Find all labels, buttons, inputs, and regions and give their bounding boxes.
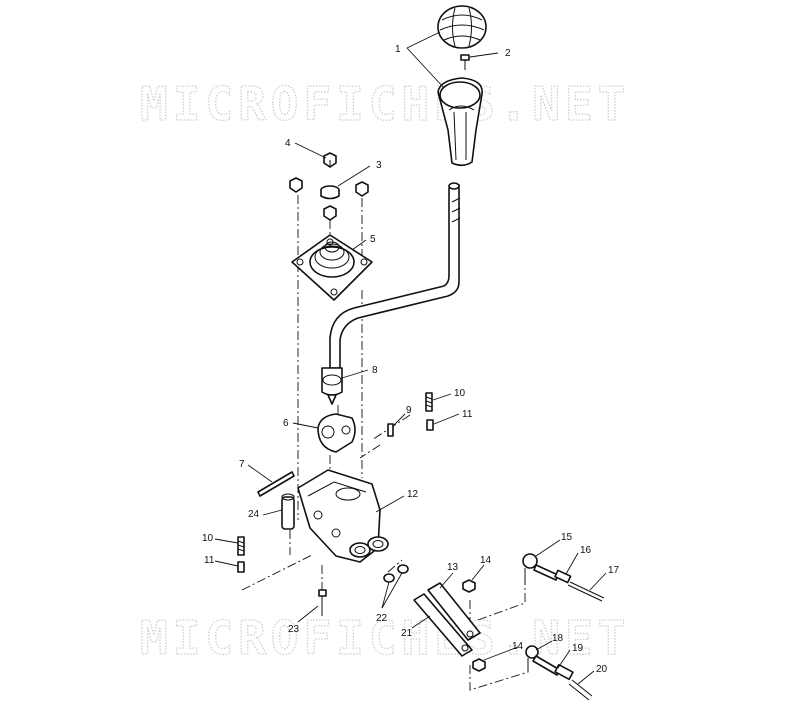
callout-12: 12 — [407, 489, 419, 500]
callout-21: 21 — [401, 628, 413, 639]
nuts — [289, 152, 369, 221]
mount-bolt — [318, 589, 327, 616]
shift-grip — [437, 77, 483, 167]
callout-2: 2 — [505, 48, 511, 59]
shift-boot-plate — [291, 234, 373, 301]
callout-14-upper: 14 — [480, 555, 492, 566]
lower-cable — [525, 645, 593, 701]
rail-nuts — [462, 579, 486, 672]
callout-7: 7 — [239, 459, 245, 470]
callout-10-upper: 10 — [454, 388, 466, 399]
bushing — [320, 185, 340, 200]
leader-lines — [214, 31, 607, 685]
callout-24: 24 — [248, 509, 260, 520]
callout-10-lower: 10 — [202, 533, 214, 544]
knob-screw — [460, 54, 470, 70]
callout-labels: 1 2 3 4 5 6 7 8 9 10 11 10 11 12 13 14 1… — [202, 44, 620, 675]
callout-18: 18 — [552, 633, 564, 644]
shift-pin — [257, 471, 295, 497]
callout-22: 22 — [376, 613, 388, 624]
callout-14-lower: 14 — [512, 641, 524, 652]
shift-rails — [413, 582, 481, 657]
callout-9: 9 — [406, 405, 412, 416]
watermark-top: MICROFICHES.NET — [140, 77, 630, 131]
callout-19: 19 — [572, 643, 584, 654]
detent-springs — [237, 392, 434, 573]
callout-17: 17 — [608, 565, 620, 576]
callout-16: 16 — [580, 545, 592, 556]
callout-6: 6 — [283, 418, 289, 429]
callout-1: 1 — [395, 44, 401, 55]
washers — [383, 564, 409, 583]
callout-13: 13 — [447, 562, 459, 573]
callout-11-upper: 11 — [462, 409, 473, 420]
shifter-body — [297, 469, 389, 563]
callout-5: 5 — [370, 234, 376, 245]
sleeve — [281, 493, 295, 530]
callout-20: 20 — [596, 664, 608, 675]
callout-23: 23 — [288, 624, 300, 635]
callout-4: 4 — [285, 138, 291, 149]
callout-3: 3 — [376, 160, 382, 171]
watermark-bottom: MICROFICHES.NET — [140, 611, 630, 665]
upper-cable — [522, 553, 605, 602]
callout-8: 8 — [372, 365, 378, 376]
lever-pivot — [321, 367, 343, 405]
shift-knob — [437, 5, 487, 49]
callout-11-lower: 11 — [204, 555, 215, 566]
callout-15: 15 — [561, 532, 573, 543]
selector-housing — [317, 413, 356, 453]
